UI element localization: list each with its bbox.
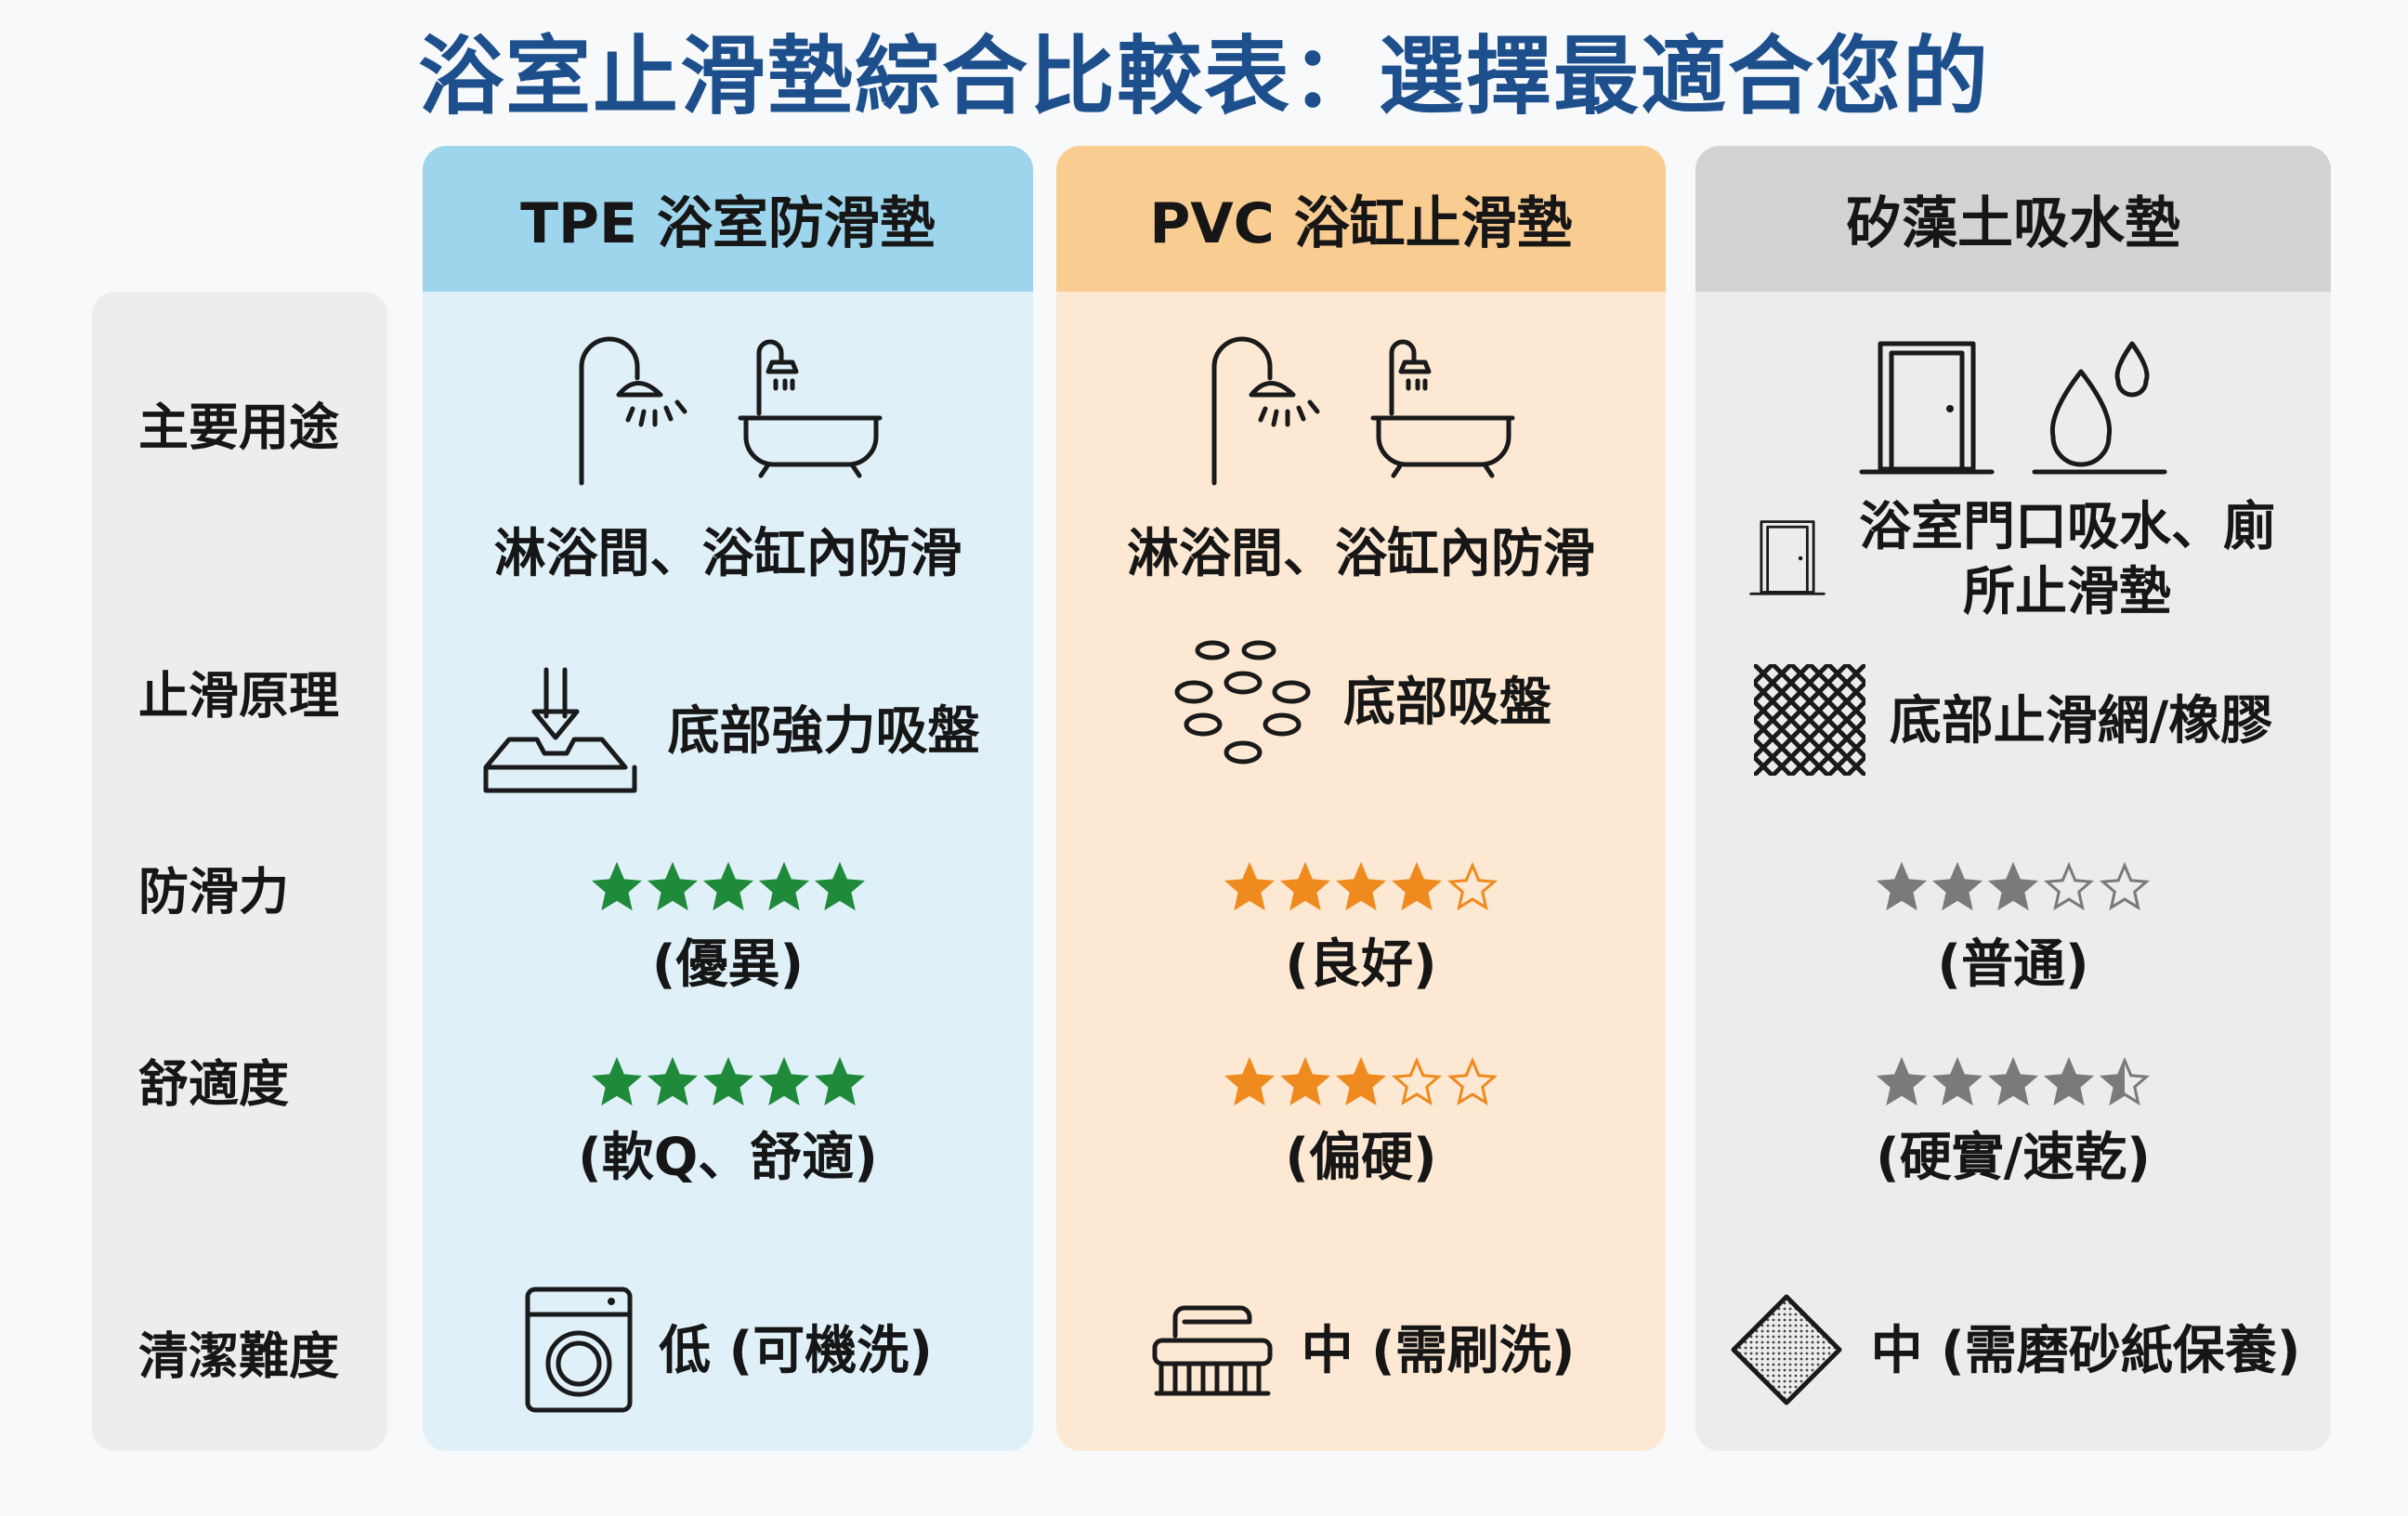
grip-text-cell: (普通) [1695, 933, 2331, 998]
star-filled-icon [814, 861, 865, 911]
column-diatomite: 矽藻土吸水墊 浴室門口吸水、廁所止滑墊 底部止滑網/橡膠 (普通) (硬實/速乾… [1695, 146, 2331, 1451]
grip-rating [423, 861, 1033, 913]
cleaning-cell: 低 (可機洗) [423, 1285, 1033, 1418]
star-filled-icon [814, 1056, 865, 1106]
cleaning-text: 中 (需刷洗) [1301, 1321, 1576, 1381]
comfort-text-cell: (偏硬) [1056, 1126, 1666, 1191]
comfort-text-cell: (硬實/速乾) [1695, 1126, 2331, 1191]
star-filled-icon [1876, 1056, 1928, 1106]
usage-cell: 淋浴間、浴缸內防滑 [423, 522, 1033, 587]
grip-rating [1695, 861, 2331, 913]
comfort-rating [1056, 1056, 1666, 1108]
cleaning-cell: 中 (需磨砂紙保養) [1695, 1289, 2331, 1414]
grip-rating [1056, 861, 1666, 913]
usage-cell: 浴室門口吸水、廁所止滑墊 [1695, 495, 2331, 625]
star-half-icon [2099, 1056, 2151, 1106]
cleaning-text: 低 (可機洗) [659, 1321, 933, 1381]
star-filled-icon [1391, 861, 1443, 911]
row-label-principle: 止滑原理 [138, 666, 339, 725]
row-label-cleaning: 清潔難度 [138, 1326, 339, 1386]
grip-text: (優異) [651, 934, 805, 995]
star-filled-icon [702, 1056, 753, 1106]
shower-icon [568, 330, 707, 491]
star-empty-icon [2099, 861, 2151, 911]
star-filled-icon [702, 861, 753, 911]
comfort-rating [423, 1056, 1033, 1108]
star-filled-icon [647, 1056, 698, 1106]
star-empty-icon [1446, 1056, 1498, 1106]
column-header: TPE 浴室防滑墊 [423, 146, 1033, 292]
comfort-text: (偏硬) [1285, 1128, 1437, 1188]
star-filled-icon [1279, 1056, 1331, 1106]
scrub-brush-icon [1147, 1299, 1277, 1405]
star-filled-icon [758, 1056, 809, 1106]
usage-text: 淋浴間、浴缸內防滑 [493, 524, 962, 584]
washing-machine-icon [523, 1285, 635, 1418]
column-pvc: PVC 浴缸止滑墊 淋浴間、浴缸內防滑 底部吸盤 (良好) (偏硬) 中 (需刷… [1056, 146, 1666, 1451]
principle-cell: 底部吸盤 [1056, 632, 1666, 775]
star-filled-icon [1224, 861, 1276, 911]
grip-text: (良好) [1285, 934, 1437, 995]
comfort-text: (硬實/速乾) [1876, 1128, 2151, 1188]
usage-icons [1695, 334, 2331, 487]
suction-press-icon [477, 660, 644, 804]
star-filled-icon [2043, 1056, 2095, 1106]
comfort-text: (軟Q、舒適) [578, 1128, 878, 1188]
principle-cell: 底部止滑網/橡膠 [1695, 664, 2331, 779]
row-labels-column: 主要用途 止滑原理 防滑力 舒適度 清潔難度 [92, 292, 387, 1451]
row-label-comfort: 舒適度 [138, 1054, 289, 1114]
row-label-usage: 主要用途 [138, 398, 339, 457]
usage-icons [423, 330, 1033, 491]
star-filled-icon [1987, 1056, 2039, 1106]
cleaning-text: 中 (需磨砂紙保養) [1870, 1321, 2301, 1381]
star-filled-icon [1224, 1056, 1276, 1106]
grip-text: (普通) [1937, 934, 2089, 995]
bathtub-icon [1364, 330, 1522, 491]
star-filled-icon [591, 861, 642, 911]
usage-cell: 淋浴間、浴缸內防滑 [1056, 522, 1666, 587]
star-filled-icon [758, 861, 809, 911]
mesh-icon [1753, 664, 1865, 779]
column-tpe: TPE 浴室防滑墊 淋浴間、浴缸內防滑 底部強力吸盤 (優異) (軟Q、舒適) … [423, 146, 1033, 1451]
comfort-text-cell: (軟Q、舒適) [423, 1126, 1033, 1191]
suction-cups-icon [1171, 632, 1319, 775]
page-title: 浴室止滑墊綜合比較表：選擇最適合您的 [417, 27, 1990, 126]
star-filled-icon [1876, 861, 1928, 911]
row-label-grip: 防滑力 [138, 862, 289, 921]
column-header: 矽藻土吸水墊 [1695, 146, 2331, 292]
usage-text: 浴室門口吸水、廁所止滑墊 [1859, 497, 2275, 622]
grip-text-cell: (優異) [423, 933, 1033, 998]
principle-cell: 底部強力吸盤 [423, 660, 1033, 804]
star-filled-icon [591, 1056, 642, 1106]
star-filled-icon [1335, 861, 1387, 911]
usage-text: 淋浴間、浴缸內防滑 [1127, 524, 1595, 584]
star-empty-icon [1446, 861, 1498, 911]
shower-icon [1200, 330, 1340, 491]
cleaning-cell: 中 (需刷洗) [1056, 1299, 1666, 1405]
comfort-rating [1695, 1056, 2331, 1108]
usage-icons [1056, 330, 1666, 491]
column-header: PVC 浴缸止滑墊 [1056, 146, 1666, 292]
grip-text-cell: (良好) [1056, 933, 1666, 998]
bathtub-icon [731, 330, 889, 491]
principle-text: 底部吸盤 [1343, 673, 1551, 733]
star-filled-icon [1931, 861, 1983, 911]
principle-text: 底部強力吸盤 [667, 701, 980, 762]
door-icon [1746, 516, 1829, 604]
star-filled-icon [1987, 861, 2039, 911]
door-icon [1852, 334, 2001, 487]
sandpaper-icon [1726, 1289, 1847, 1414]
star-filled-icon [1279, 861, 1331, 911]
star-empty-icon [1391, 1056, 1443, 1106]
star-filled-icon [1335, 1056, 1387, 1106]
water-drops-icon [2025, 334, 2174, 487]
principle-text: 底部止滑網/橡膠 [1889, 691, 2273, 751]
star-empty-icon [2043, 861, 2095, 911]
star-filled-icon [647, 861, 698, 911]
star-filled-icon [1931, 1056, 1983, 1106]
